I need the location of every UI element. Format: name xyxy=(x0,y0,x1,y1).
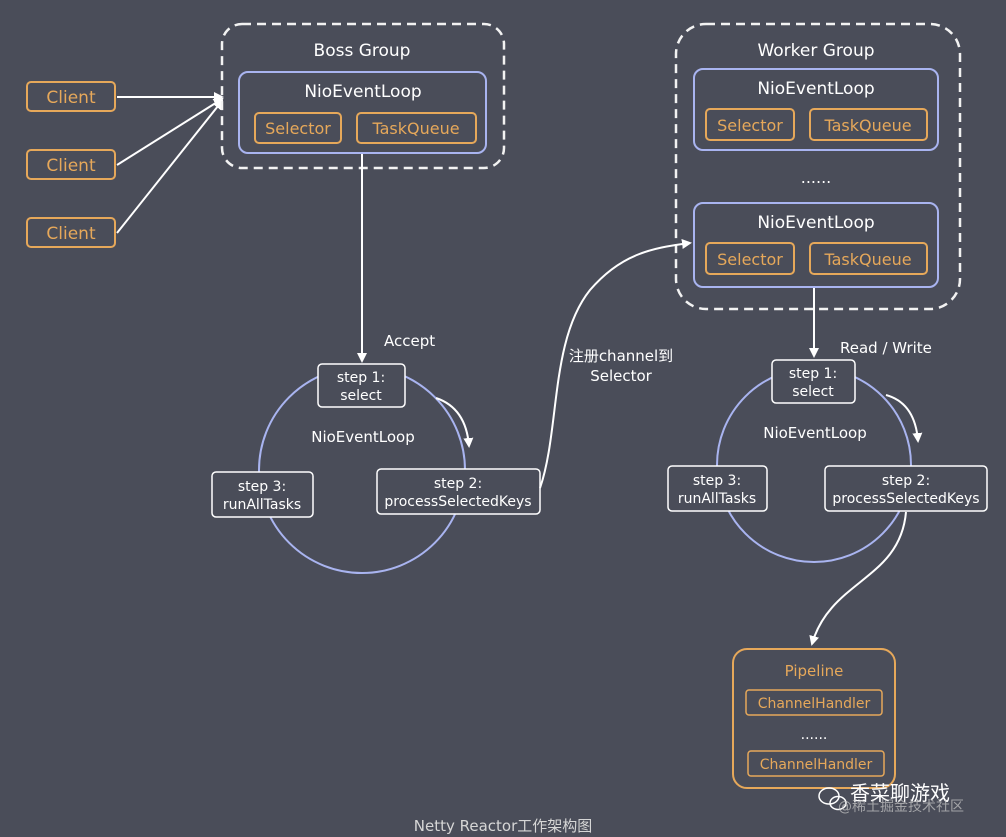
worker-cycle-center: NioEventLoop xyxy=(763,424,867,442)
register-label-line1: 注册channel到 xyxy=(569,347,673,365)
boss-step3-line2: runAllTasks xyxy=(223,497,301,513)
diagram-caption: Netty Reactor工作架构图 xyxy=(414,817,593,835)
boss-step1-line1: step 1: xyxy=(337,370,385,386)
client-arrow xyxy=(116,99,224,234)
worker-step1-line2: select xyxy=(792,384,834,400)
channel-handler-box xyxy=(747,750,885,777)
client-box-1: Client xyxy=(26,81,116,112)
worker-step2-box xyxy=(824,465,988,512)
watermark-name: 香菜聊游戏 xyxy=(850,781,950,805)
accept-label: Accept xyxy=(384,332,435,350)
worker-loop2-selector: Selector xyxy=(717,250,783,269)
worker-loop2-title: NioEventLoop xyxy=(757,213,874,233)
worker-loop1-title: NioEventLoop xyxy=(757,79,874,99)
client-label: Client xyxy=(46,224,96,244)
wechat-icon xyxy=(818,787,847,811)
watermark: 香菜聊游戏 @稀土掘金技术社区 xyxy=(818,781,964,815)
boss-taskqueue-box xyxy=(356,112,477,144)
boss-step3-box xyxy=(211,471,314,518)
worker-step3-line1: step 3: xyxy=(693,473,741,489)
boss-group-title: Boss Group xyxy=(314,41,411,61)
boss-cycle-center: NioEventLoop xyxy=(311,428,415,446)
boss-step1-line2: select xyxy=(340,388,382,404)
channel-handler-label: ChannelHandler xyxy=(758,696,871,712)
worker-group: Worker Group NioEventLoop Selector TaskQ… xyxy=(674,22,962,311)
boss-selector-box xyxy=(254,112,342,144)
read-write-label: Read / Write xyxy=(840,339,932,357)
worker-ellipsis: ...... xyxy=(801,168,832,187)
boss-taskqueue-label: TaskQueue xyxy=(371,119,459,138)
boss-step3-line1: step 3: xyxy=(238,479,286,495)
client-arrow xyxy=(116,97,224,166)
register-label-line2: Selector xyxy=(590,367,652,385)
channel-handler-label: ChannelHandler xyxy=(760,757,873,773)
client-label: Client xyxy=(46,156,96,176)
worker-step2-line2: processSelectedKeys xyxy=(832,491,979,507)
cycle-direction-arrow xyxy=(885,394,923,443)
worker-group-title: Worker Group xyxy=(757,41,874,61)
worker-loop1-selector: Selector xyxy=(717,116,783,135)
client-label: Client xyxy=(46,88,96,108)
register-arrow xyxy=(539,239,692,489)
watermark-sub: @稀土掘金技术社区 xyxy=(838,799,964,815)
boss-cycle: NioEventLoop step 1: select step 2: proc… xyxy=(211,363,541,574)
boss-step2-line2: processSelectedKeys xyxy=(384,494,531,510)
boss-step2-box xyxy=(376,468,541,515)
worker-step3-box xyxy=(667,465,768,512)
worker-loop1-taskqueue: TaskQueue xyxy=(823,116,911,135)
channel-handler-box xyxy=(745,689,883,716)
worker-loop2-taskqueue: TaskQueue xyxy=(823,250,911,269)
worker-step2-line1: step 2: xyxy=(882,473,930,489)
worker-cycle: NioEventLoop step 1: select step 2: proc… xyxy=(667,359,988,563)
pipeline-ellipsis: ...... xyxy=(801,727,828,743)
boss-step1-box xyxy=(317,363,406,408)
pipeline-box: Pipeline ChannelHandler ...... ChannelHa… xyxy=(732,648,896,789)
pipeline-title: Pipeline xyxy=(785,662,844,680)
cycle-direction-arrow xyxy=(435,397,474,448)
pipeline-arrow xyxy=(809,511,907,646)
boss-loop-title: NioEventLoop xyxy=(304,82,421,102)
client-box-2: Client xyxy=(26,149,116,180)
boss-selector-label: Selector xyxy=(265,119,331,138)
boss-group: Boss Group NioEventLoop Selector TaskQue… xyxy=(220,22,506,170)
client-box-3: Client xyxy=(26,217,116,248)
worker-step1-line1: step 1: xyxy=(789,366,837,382)
worker-step3-line2: runAllTasks xyxy=(678,491,756,507)
boss-step2-line1: step 2: xyxy=(434,476,482,492)
worker-step1-box xyxy=(771,359,856,404)
